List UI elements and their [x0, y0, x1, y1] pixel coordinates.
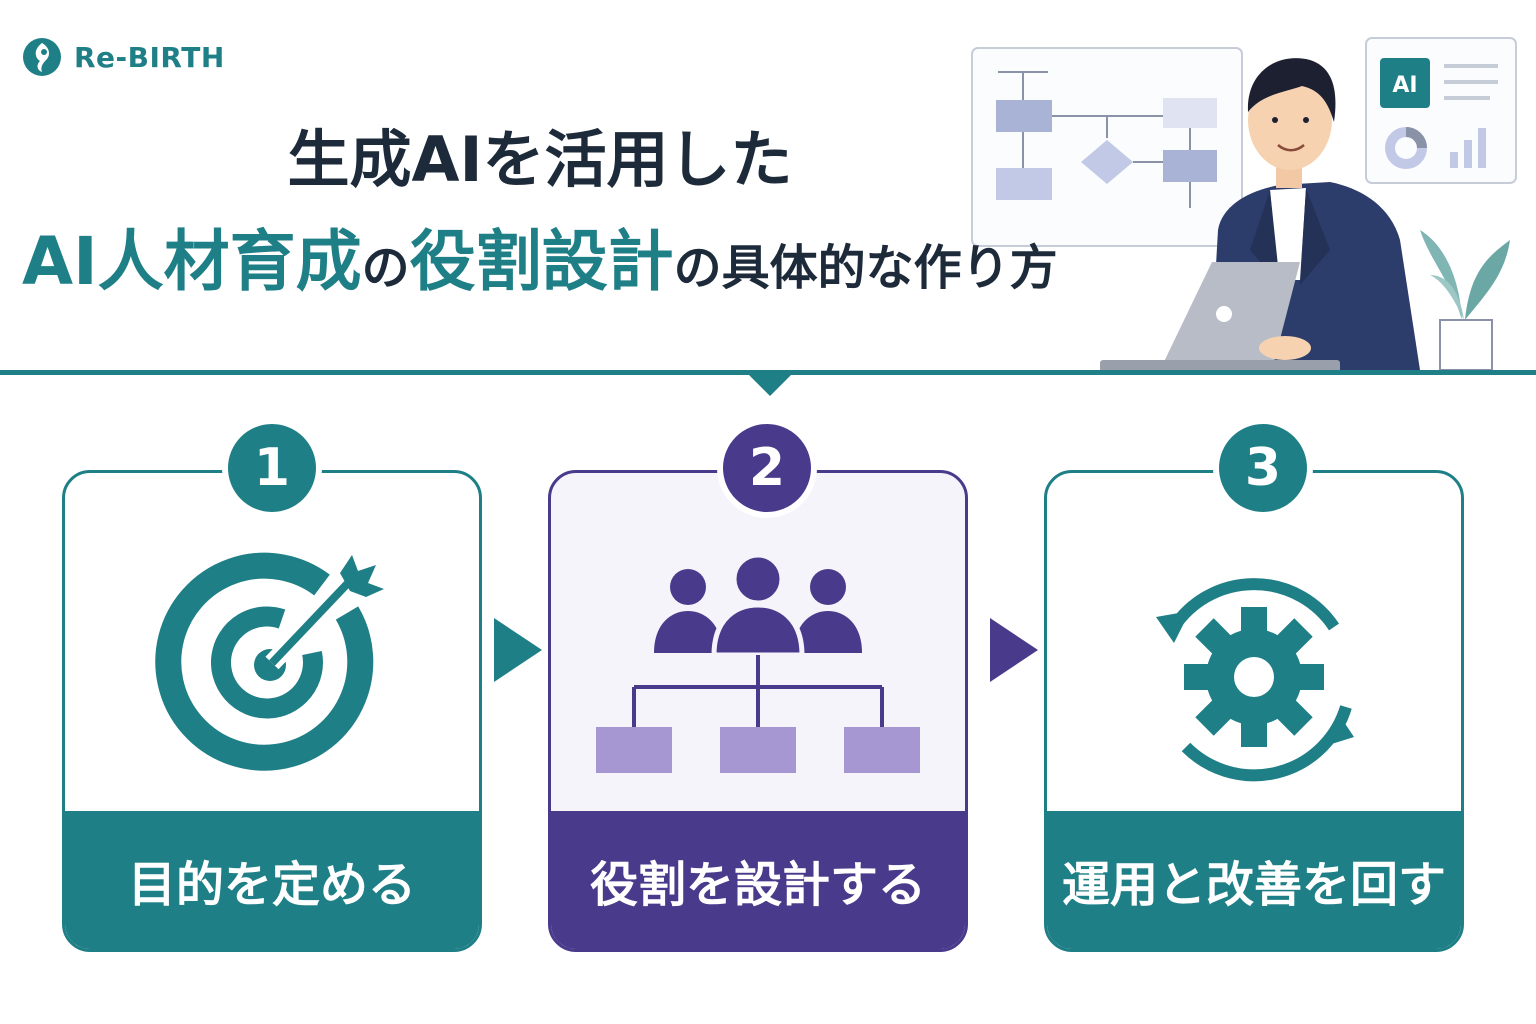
step-label-3: 運用と改善を回す: [1047, 811, 1461, 949]
step-label-1: 目的を定める: [65, 811, 479, 949]
section-divider: [0, 370, 1536, 375]
logo-mark-icon: [23, 38, 61, 76]
flowchart-panel: [971, 47, 1243, 247]
step-arrow-2-icon: [990, 618, 1038, 682]
team-people-icon: [654, 552, 862, 658]
person-laptop-illustration: AI: [971, 37, 1517, 372]
divider-notch-icon: [748, 374, 792, 396]
page-title-line1: 生成AIを活用した: [287, 123, 793, 196]
step-label-2: 役割を設計する: [551, 811, 965, 949]
step-card-1: 目的を定める: [62, 470, 482, 952]
page-title-line2: AI人材育成 の 役割設計 の具体的な作り方: [22, 212, 1058, 312]
target-arrow-icon: [155, 552, 384, 771]
ai-dashboard-panel: AI: [1365, 37, 1517, 184]
brand-logo: Re-BIRTH: [22, 33, 225, 81]
title-highlight-ai-training: AI人材育成: [22, 223, 362, 300]
title-suffix: の具体的な作り方: [673, 240, 1058, 296]
title-particle: の: [361, 240, 410, 296]
step-arrow-1-icon: [494, 618, 542, 682]
brand-name: Re-BIRTH: [74, 40, 225, 74]
plant-icon: [1420, 230, 1510, 371]
gear-cycle-icon: [1156, 578, 1354, 782]
person-icon: [1100, 58, 1420, 372]
step-card-3: 運用と改善を回す: [1044, 470, 1464, 952]
org-chart-icon: [596, 552, 920, 773]
gear-icon: [1184, 607, 1324, 747]
title-highlight-role-design: 役割設計: [409, 223, 674, 300]
step-card-2: 役割を設計する: [548, 470, 968, 952]
step-number-badge-1: 1: [222, 418, 322, 518]
step-number-badge-2: 2: [717, 418, 817, 518]
ai-badge-text: AI: [1392, 73, 1417, 98]
step-number-badge-3: 3: [1213, 418, 1313, 518]
